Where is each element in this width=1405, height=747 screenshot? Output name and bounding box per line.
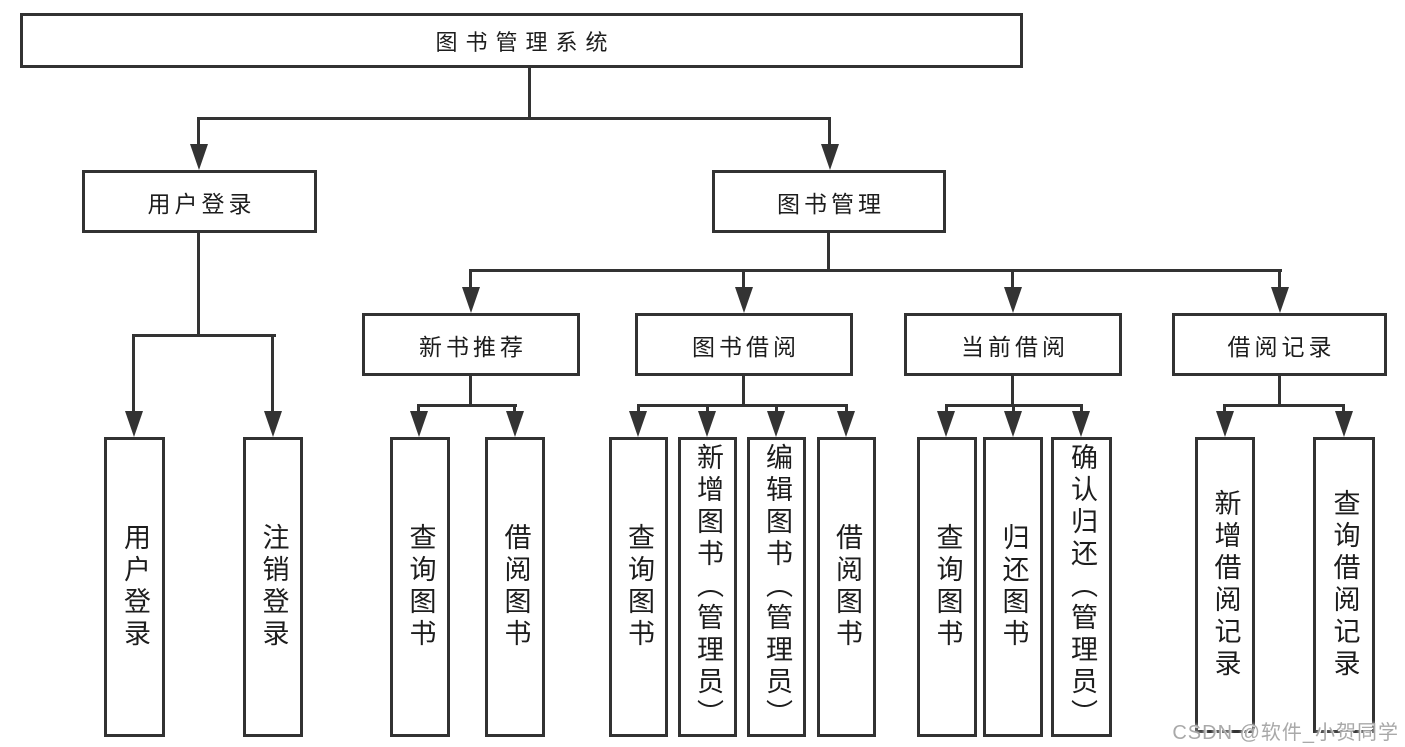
connector-drop-book-borrow — [742, 269, 745, 292]
connector-user-login-rail — [132, 334, 276, 337]
connector-drop-new-book — [469, 269, 472, 292]
node-user-login: 用户登录 — [82, 170, 317, 233]
node-new-book-recommend-label: 新书推荐 — [419, 333, 527, 360]
leaf-logout-label: 注销登录 — [258, 523, 289, 651]
leaf-query-borrow-record: 查询借阅记录 — [1313, 437, 1375, 733]
node-book-borrow: 图书借阅 — [635, 313, 853, 376]
leaf-borrow-books: 借阅图书 — [817, 437, 876, 737]
connector-drop — [513, 404, 516, 416]
connector-user-login-stem — [197, 233, 200, 337]
leaf-edit-books-admin: 编辑图书（管理员） — [747, 437, 806, 737]
connector-root-stem — [528, 66, 531, 120]
connector-root-rail — [197, 117, 831, 120]
arrow-down-icon — [767, 411, 785, 437]
connector-drop-user-login — [197, 117, 200, 149]
leaf-label: 查询图书 — [405, 523, 436, 651]
leaf-label: 查询借阅记录 — [1329, 489, 1360, 681]
leaf-add-borrow-record: 新增借阅记录 — [1195, 437, 1255, 733]
arrow-down-icon — [190, 144, 208, 170]
node-user-login-label: 用户登录 — [147, 190, 256, 217]
arrow-down-icon — [1004, 287, 1022, 313]
leaf-label: 查询图书 — [932, 523, 963, 651]
connector-drop-current-borrow — [1011, 269, 1014, 292]
arrow-down-icon — [410, 411, 428, 437]
connector-drop — [417, 404, 420, 416]
arrow-down-icon — [1004, 411, 1022, 437]
node-root: 图书管理系统 — [20, 13, 1023, 68]
leaf-label: 新增图书（管理员） — [693, 443, 723, 731]
node-book-borrow-label: 图书借阅 — [692, 333, 800, 360]
csdn-watermark: CSDN @软件_小贺同学 — [1172, 722, 1399, 744]
node-root-label: 图书管理系统 — [435, 29, 616, 55]
arrow-down-icon — [1072, 411, 1090, 437]
leaf-user-login-label: 用户登录 — [120, 523, 150, 651]
leaf-label: 归还图书 — [998, 523, 1029, 651]
connector-book-management-stem — [827, 233, 830, 271]
leaf-logout: 注销登录 — [243, 437, 303, 737]
connector-drop — [1342, 404, 1345, 416]
arrow-down-icon — [1216, 411, 1234, 437]
leaf-label: 编辑图书（管理员） — [762, 443, 792, 731]
arrow-down-icon — [837, 411, 855, 437]
node-current-borrow-label: 当前借阅 — [961, 333, 1069, 360]
arrow-down-icon — [629, 411, 647, 437]
connector-drop — [1223, 404, 1226, 416]
arrow-down-icon — [506, 411, 524, 437]
connector-drop — [706, 404, 709, 416]
connector-new-book-stem — [469, 375, 472, 406]
leaf-query-books-recommend: 查询图书 — [390, 437, 450, 737]
connector-drop-book-management — [828, 117, 831, 149]
connector-drop — [637, 404, 640, 416]
leaf-label: 新增借阅记录 — [1210, 489, 1241, 681]
node-new-book-recommend: 新书推荐 — [362, 313, 580, 376]
leaf-label: 查询图书 — [624, 523, 654, 651]
leaf-user-login: 用户登录 — [104, 437, 165, 737]
node-borrow-record-label: 借阅记录 — [1227, 333, 1336, 360]
arrow-down-icon — [462, 287, 480, 313]
connector-drop — [845, 404, 848, 416]
arrow-down-icon — [264, 411, 282, 437]
node-book-management-label: 图书管理 — [777, 190, 885, 217]
node-current-borrow: 当前借阅 — [904, 313, 1122, 376]
arrow-down-icon — [821, 144, 839, 170]
leaf-label: 借阅图书 — [500, 523, 531, 651]
arrow-down-icon — [698, 411, 716, 437]
connector-book-borrow-rail — [637, 404, 848, 407]
connector-book-management-rail — [469, 269, 1282, 272]
arrow-down-icon — [1271, 287, 1289, 313]
arrow-down-icon — [937, 411, 955, 437]
connector-drop — [945, 404, 948, 416]
connector-new-book-rail — [417, 404, 517, 407]
node-borrow-record: 借阅记录 — [1172, 313, 1387, 376]
arrow-down-icon — [125, 411, 143, 437]
connector-drop-borrow-record — [1278, 269, 1281, 292]
leaf-return-books: 归还图书 — [983, 437, 1043, 737]
leaf-query-books-borrow: 查询图书 — [609, 437, 668, 737]
connector-drop — [1080, 404, 1083, 416]
connector-current-borrow-stem — [1011, 375, 1014, 406]
leaf-add-books-admin: 新增图书（管理员） — [678, 437, 737, 737]
node-book-management: 图书管理 — [712, 170, 946, 233]
connector-drop-leaf-login — [132, 334, 135, 416]
leaf-query-books-current: 查询图书 — [917, 437, 977, 737]
leaf-confirm-return-admin: 确认归还（管理员） — [1051, 437, 1112, 737]
connector-book-borrow-stem — [742, 375, 745, 406]
arrow-down-icon — [735, 287, 753, 313]
arrow-down-icon — [1335, 411, 1353, 437]
connector-drop — [1012, 404, 1015, 416]
leaf-label: 借阅图书 — [832, 523, 862, 651]
leaf-label: 确认归还（管理员） — [1067, 443, 1097, 731]
connector-drop-leaf-logout — [271, 334, 274, 416]
connector-borrow-record-rail — [1223, 404, 1345, 407]
connector-drop — [775, 404, 778, 416]
connector-borrow-record-stem — [1278, 375, 1281, 406]
leaf-borrow-books-recommend: 借阅图书 — [485, 437, 545, 737]
